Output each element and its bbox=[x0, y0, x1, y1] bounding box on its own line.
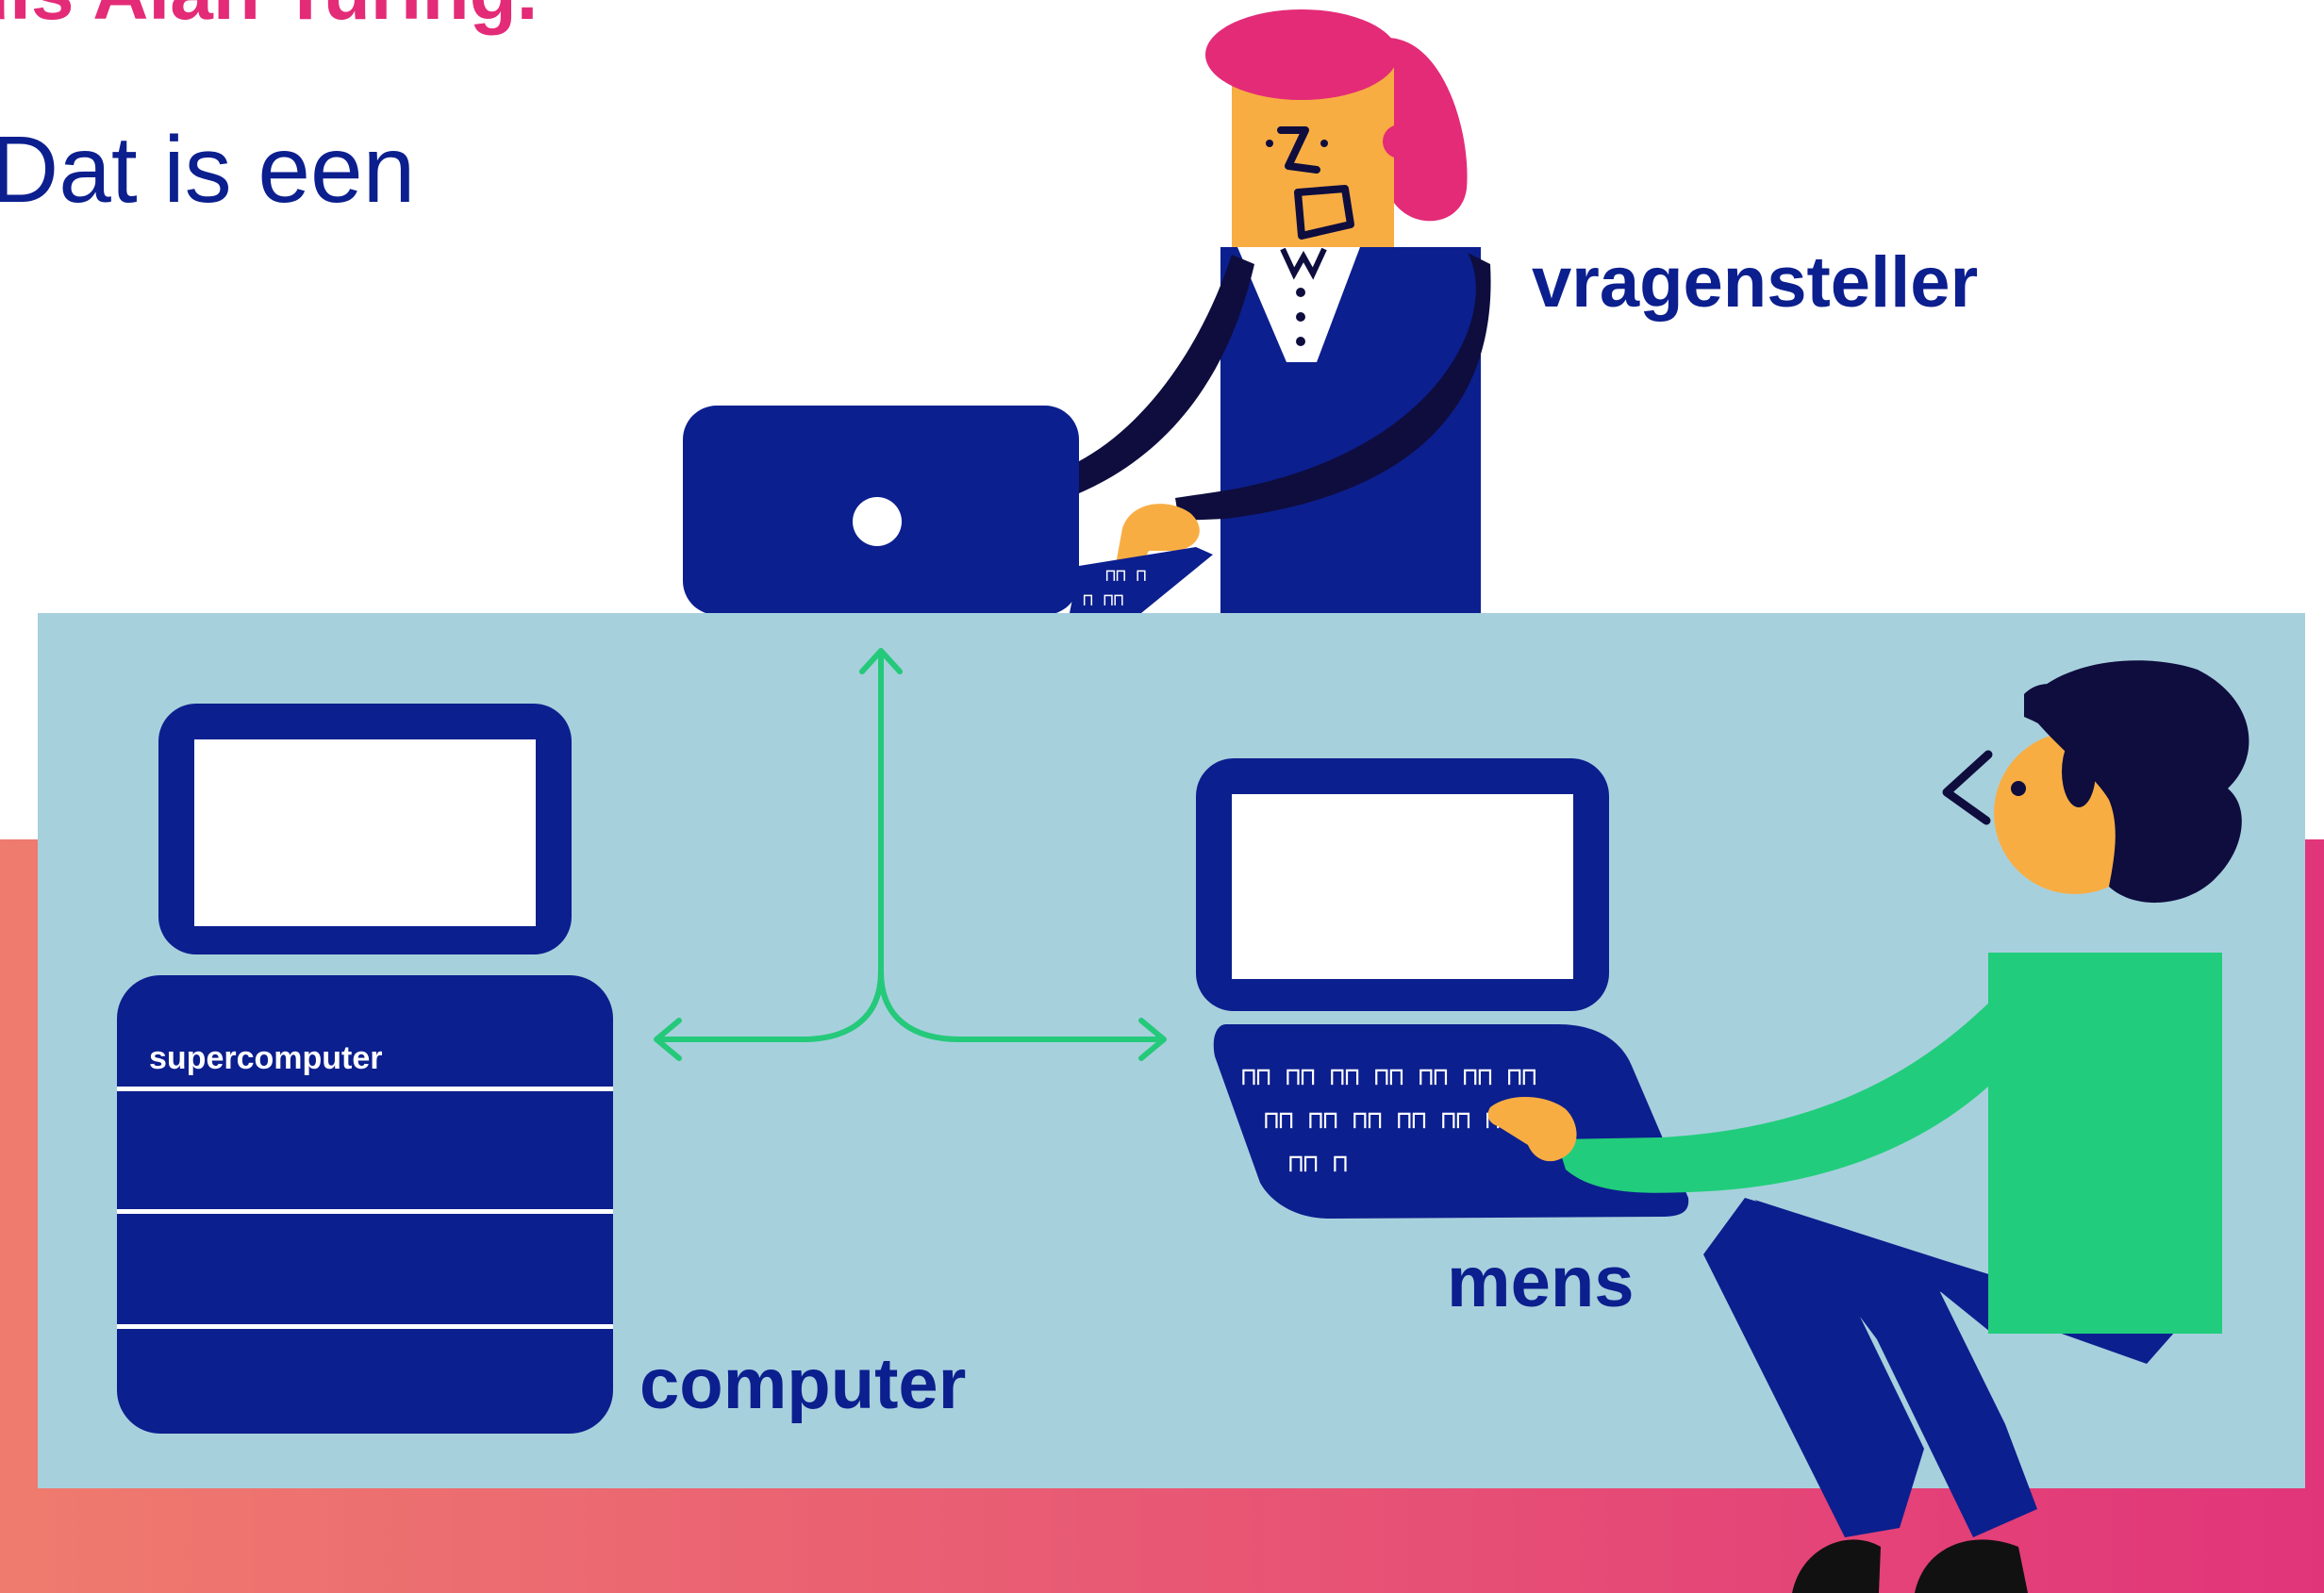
button-dot bbox=[1296, 337, 1305, 346]
label-computer: computer bbox=[639, 1349, 966, 1420]
keyboard-keys: ⊓⊓ ⊓ bbox=[1105, 566, 1147, 586]
tower-divider bbox=[117, 1209, 613, 1214]
intro-text: Dat is een bbox=[0, 123, 415, 217]
tower-divider bbox=[117, 1087, 613, 1091]
questioner-torso bbox=[1220, 247, 1481, 615]
questioner-figure: ⊓⊓ ⊓ ⊓ ⊓⊓ bbox=[683, 9, 1491, 615]
human-screen bbox=[1232, 794, 1573, 979]
button-dot bbox=[1296, 288, 1305, 297]
human-eye-pupil bbox=[2011, 781, 2026, 796]
eye-right bbox=[1320, 140, 1328, 147]
tower-divider bbox=[117, 1324, 613, 1329]
label-human: mens bbox=[1447, 1247, 1635, 1319]
human-torso bbox=[1988, 953, 2222, 1334]
keyboard-keys: ⊓⊓ ⊓ bbox=[1288, 1150, 1348, 1178]
laptop-logo bbox=[853, 497, 902, 546]
computer-screen bbox=[194, 739, 536, 926]
keyboard-keys: ⊓ ⊓⊓ bbox=[1083, 590, 1124, 610]
eye-left bbox=[1266, 140, 1273, 147]
human-eye bbox=[2062, 736, 2096, 807]
button-dot bbox=[1296, 312, 1305, 322]
keyboard-keys: ⊓⊓ ⊓⊓ ⊓⊓ ⊓⊓ ⊓⊓ ⊓⊓ ⊓⊓ bbox=[1241, 1063, 1536, 1091]
label-questioner: vragensteller bbox=[1532, 247, 1978, 319]
label-supercomputer: supercomputer bbox=[149, 1042, 383, 1074]
page-heading: uis Alan Turing. bbox=[0, 0, 538, 32]
questioner-ear bbox=[1383, 124, 1417, 158]
questioner-hat bbox=[1205, 9, 1398, 100]
